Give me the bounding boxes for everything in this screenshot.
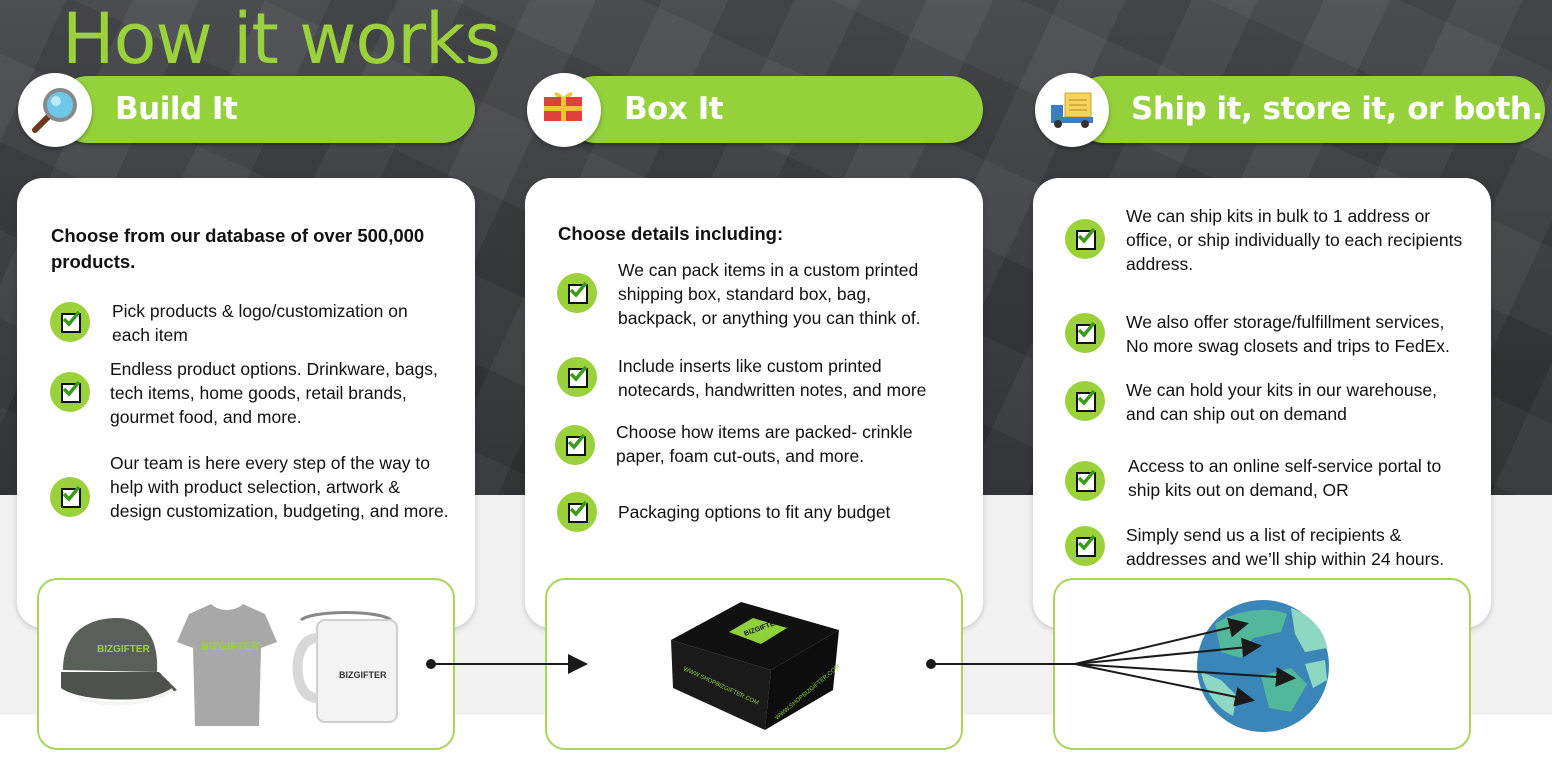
checkbox-icon bbox=[557, 357, 597, 397]
arrow-box-to-ship bbox=[926, 617, 1296, 707]
delivery-truck-icon-badge bbox=[1035, 73, 1109, 147]
step-box-it-banner: Box It bbox=[563, 76, 983, 143]
checkbox-icon bbox=[1065, 526, 1105, 566]
checkbox-icon bbox=[1065, 461, 1105, 501]
step-ship-it-label: Ship it, store it, or both. bbox=[1131, 91, 1543, 127]
box-it-heading: Choose details including: bbox=[558, 223, 784, 244]
page-title: How it works bbox=[62, 0, 501, 80]
cap-image: BIZGIFTER bbox=[61, 618, 177, 706]
delivery-truck-icon bbox=[1051, 92, 1093, 128]
checkbox-icon bbox=[557, 492, 597, 532]
box-image-box: BIZGIFTER WWW.SHOPBIZGIFTER.COM WWW.SHOP… bbox=[545, 578, 963, 750]
step-box-it-label: Box It bbox=[624, 91, 724, 127]
checkbox-icon bbox=[557, 273, 597, 313]
step-ship-it-banner: Ship it, store it, or both. bbox=[1071, 76, 1545, 143]
merch-image-box: BIZGIFTER BIZGIFTER BIZGIFTER bbox=[37, 578, 455, 750]
ship-it-item: We can ship kits in bulk to 1 address or… bbox=[1126, 206, 1463, 274]
box-it-item: Include inserts like custom printed note… bbox=[618, 356, 927, 400]
ship-it-card bbox=[1033, 178, 1491, 628]
step-build-it-label: Build It bbox=[115, 91, 238, 127]
custom-shipping-box-image: BIZGIFTER WWW.SHOPBIZGIFTER.COM WWW.SHOP… bbox=[671, 602, 841, 730]
box-it-item: We can pack items in a custom printed sh… bbox=[618, 260, 921, 328]
box-it-item: Packaging options to fit any budget bbox=[618, 502, 891, 522]
gift-box-icon-badge bbox=[527, 73, 601, 147]
ship-it-item: Simply send us a list of recipients & ad… bbox=[1126, 525, 1445, 569]
ship-it-item: Access to an online self-service portal … bbox=[1128, 456, 1442, 500]
magnifying-glass-icon bbox=[32, 88, 77, 133]
box-it-card bbox=[525, 178, 983, 628]
checkbox-icon bbox=[1065, 219, 1105, 259]
svg-text:BIZGIFTER: BIZGIFTER bbox=[339, 670, 387, 680]
checkbox-icon bbox=[555, 425, 595, 465]
build-it-item: Endless product options. Drinkware, bags… bbox=[110, 359, 438, 427]
gift-box-icon bbox=[544, 92, 582, 121]
mug-image: BIZGIFTER bbox=[292, 611, 398, 723]
tshirt-image: BIZGIFTER bbox=[177, 604, 277, 726]
checkbox-icon bbox=[50, 302, 90, 342]
ship-it-item: We also offer storage/fulfillment servic… bbox=[1126, 312, 1450, 356]
checkbox-icon bbox=[50, 372, 90, 412]
checkbox-icon bbox=[1065, 381, 1105, 421]
ship-it-item: We can hold your kits in our warehouse, … bbox=[1126, 380, 1437, 424]
branded-merchandise-image: BIZGIFTER BIZGIFTER BIZGIFTER bbox=[61, 604, 398, 726]
svg-text:BIZGIFTER: BIZGIFTER bbox=[97, 644, 151, 655]
svg-text:BIZGIFTER: BIZGIFTER bbox=[201, 641, 259, 653]
checkbox-icon bbox=[50, 477, 90, 517]
box-it-item: Choose how items are packed- crinkle pap… bbox=[616, 422, 913, 466]
step-build-it-banner: Build It bbox=[55, 76, 475, 143]
build-it-item: Pick products & logo/customization on ea… bbox=[112, 301, 408, 345]
build-it-card bbox=[17, 178, 475, 628]
arrow-build-to-box bbox=[426, 654, 588, 674]
magnifying-glass-icon-badge bbox=[18, 73, 92, 147]
build-it-heading: Choose from our database of over 500,000… bbox=[51, 225, 425, 272]
checkbox-icon bbox=[1065, 313, 1105, 353]
build-it-item: Our team is here every step of the way t… bbox=[110, 453, 449, 521]
